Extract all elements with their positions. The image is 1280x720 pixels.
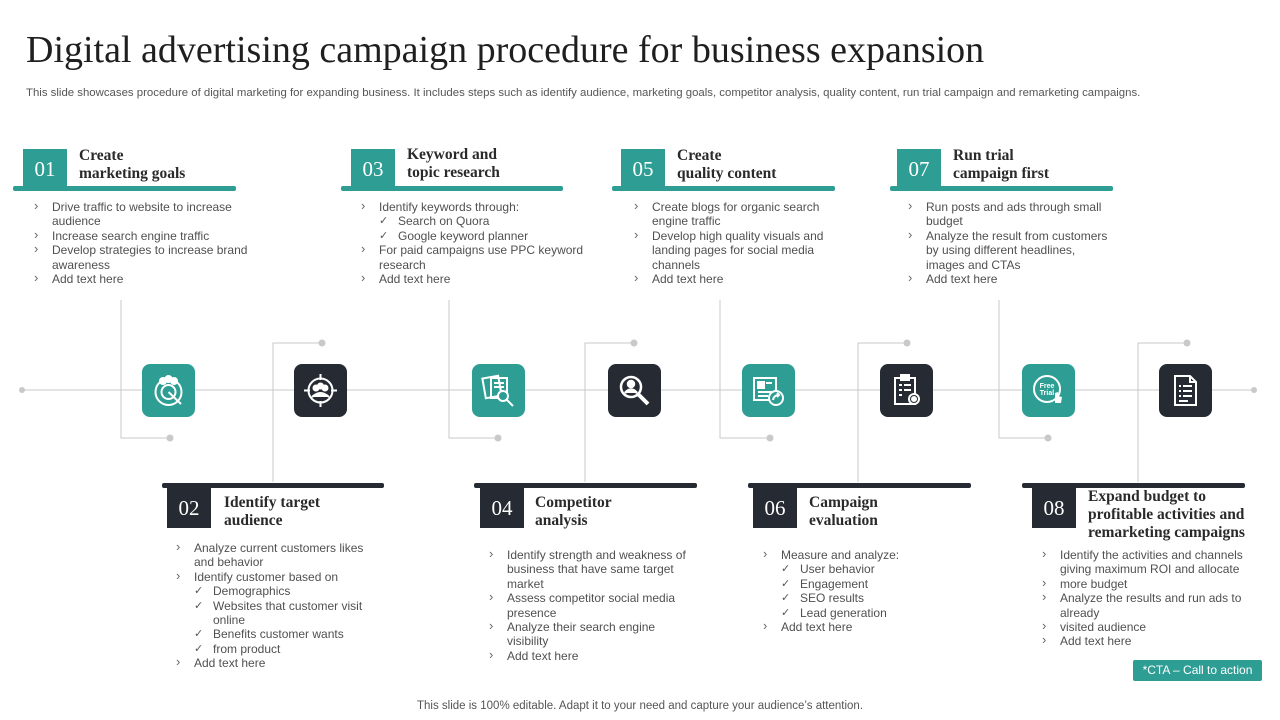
step-bar-5 <box>612 186 835 191</box>
list-item: Develop strategies to increase brand awa… <box>34 242 264 272</box>
step-bar-6 <box>748 483 971 488</box>
list-item: Add text here <box>176 655 386 670</box>
audience-target-icon <box>294 364 347 417</box>
sub-item: Google keyword planner <box>361 229 591 244</box>
list-item: Create blogs for organic search engine t… <box>634 199 834 229</box>
research-documents-icon <box>472 364 525 417</box>
list-item: Increase search engine traffic <box>34 228 264 243</box>
list-item: Run posts and ads through small budget <box>908 199 1108 229</box>
step-list-6: Measure and analyze:User behaviorEngagem… <box>763 547 973 634</box>
svg-text:Trial: Trial <box>1040 390 1054 397</box>
content-share-icon <box>742 364 795 417</box>
step-number-8: 08 <box>1032 488 1076 528</box>
step-number-6: 06 <box>753 488 797 528</box>
page-title: Digital advertising campaign procedure f… <box>26 29 985 71</box>
step-bar-2 <box>162 483 384 488</box>
sub-item: from product <box>176 642 386 657</box>
list-item: Add text here <box>634 271 834 286</box>
list-item: Add text here <box>763 619 973 634</box>
sub-item: Benefits customer wants <box>176 627 386 642</box>
list-item: Assess competitor social media presence <box>489 590 699 620</box>
step-number-4: 04 <box>480 488 524 528</box>
page-subtitle: This slide showcases procedure of digita… <box>26 87 1141 99</box>
footer-note: This slide is 100% editable. Adapt it to… <box>416 700 864 712</box>
sub-item: Engagement <box>763 577 973 592</box>
list-item: Identify keywords through: <box>361 199 591 214</box>
cta-button[interactable]: *CTA – Call to action <box>1133 660 1262 681</box>
list-item: Drive traffic to website to increase aud… <box>34 199 264 229</box>
sub-item: Lead generation <box>763 606 973 621</box>
list-item: Add text here <box>908 271 1108 286</box>
svg-text:Free: Free <box>1040 383 1055 390</box>
step-bar-7 <box>890 186 1113 191</box>
document-list-icon <box>1159 364 1212 417</box>
magnifier-user-icon <box>608 364 661 417</box>
step-bar-4 <box>474 483 697 488</box>
list-item: For paid campaigns use PPC keyword resea… <box>361 242 591 272</box>
list-item: Analyze the results and run ads to alrea… <box>1042 590 1252 620</box>
list-item: Measure and analyze: <box>763 547 973 562</box>
free-trial-icon: Free Trial <box>1022 364 1075 417</box>
step-list-3: Identify keywords through:Search on Quor… <box>361 199 591 286</box>
list-item: visited audience <box>1042 619 1252 634</box>
step-list-8: Identify the activities and channels giv… <box>1042 547 1252 649</box>
sub-item: Websites that customer visit online <box>176 599 386 628</box>
list-item: Develop high quality visuals and landing… <box>634 228 834 272</box>
step-number-5: 05 <box>621 149 665 189</box>
step-bar-8 <box>1022 483 1245 488</box>
target-goal-icon <box>142 364 195 417</box>
step-list-1: Drive traffic to website to increase aud… <box>34 199 264 286</box>
list-item: more budget <box>1042 576 1252 591</box>
list-item: Identify customer based on <box>176 569 386 584</box>
list-item: Analyze current customers likes and beha… <box>176 540 386 570</box>
clipboard-settings-icon <box>880 364 933 417</box>
list-item: Add text here <box>34 271 264 286</box>
sub-item: SEO results <box>763 591 973 606</box>
step-bar-1 <box>13 186 236 191</box>
list-item: Identify strength and weakness of busine… <box>489 547 699 591</box>
sub-item: Search on Quora <box>361 214 591 229</box>
sub-item: Demographics <box>176 584 386 599</box>
step-list-4: Identify strength and weakness of busine… <box>489 547 699 663</box>
step-bar-3 <box>341 186 563 191</box>
step-list-5: Create blogs for organic search engine t… <box>634 199 834 286</box>
sub-item: User behavior <box>763 562 973 577</box>
step-number-1: 01 <box>23 149 67 189</box>
list-item: Add text here <box>361 271 591 286</box>
list-item: Analyze the result from customers by usi… <box>908 228 1108 272</box>
step-number-2: 02 <box>167 488 211 528</box>
list-item: Add text here <box>489 648 699 663</box>
list-item: Add text here <box>1042 633 1252 648</box>
list-item: Analyze their search engine visibility <box>489 619 699 649</box>
step-number-3: 03 <box>351 149 395 189</box>
step-list-7: Run posts and ads through small budgetAn… <box>908 199 1108 286</box>
step-number-7: 07 <box>897 149 941 189</box>
list-item: Identify the activities and channels giv… <box>1042 547 1252 577</box>
step-list-2: Analyze current customers likes and beha… <box>176 540 386 671</box>
